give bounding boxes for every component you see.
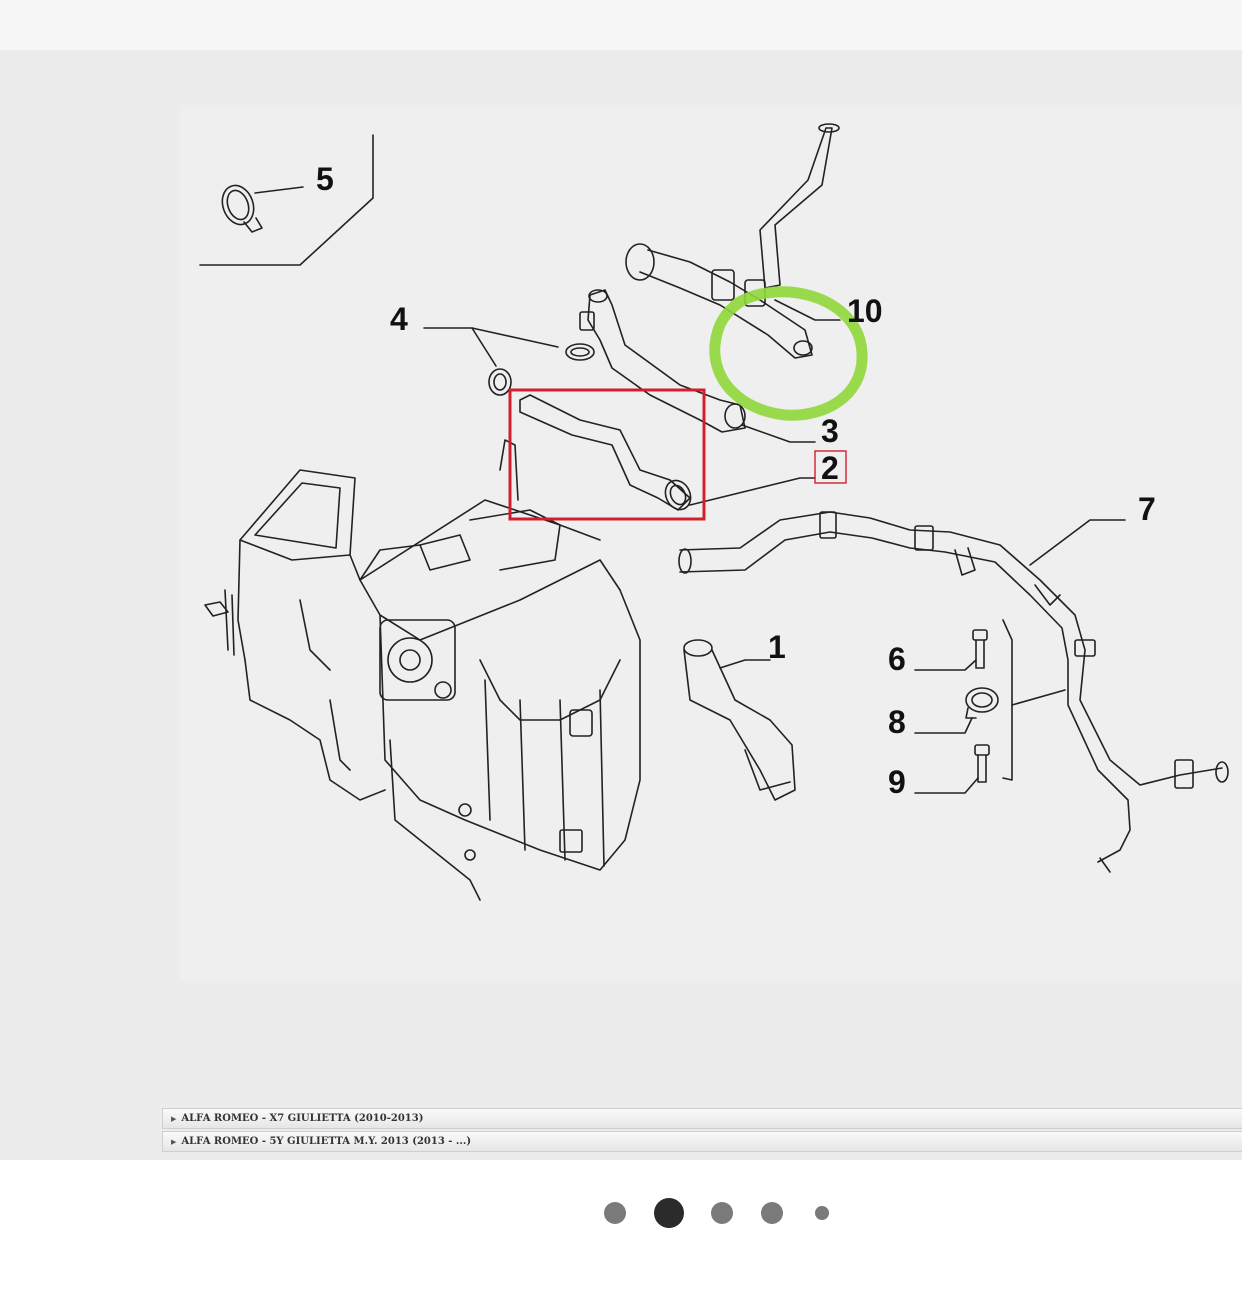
model-row-x7-giulietta[interactable]: ▶ ALFA ROMEO - X7 GIULIETTA (2010-2013) <box>162 1108 1242 1129</box>
section-bracket-5 <box>199 134 374 266</box>
leader-9 <box>914 777 979 794</box>
leader-1 <box>719 659 771 669</box>
heater-box-assembly <box>204 439 641 901</box>
part-4-clamps <box>488 343 595 396</box>
green-highlight-circle <box>709 286 868 421</box>
leader-7 <box>1029 519 1126 566</box>
triangle-right-icon: ▶ <box>171 1137 177 1146</box>
leader-3 <box>741 424 816 443</box>
top-bar <box>0 0 1242 50</box>
pager-dot-3[interactable] <box>711 1202 733 1224</box>
parts-diagram: 5 4 10 3 2 7 1 6 8 9 <box>199 123 1229 901</box>
part-6-bolt <box>972 629 988 669</box>
part-1-duct <box>683 639 796 801</box>
callout-3: 3 <box>821 413 839 449</box>
leader-5 <box>254 186 304 194</box>
part-10-hose <box>625 123 840 359</box>
bracket-6-8-9 <box>1002 619 1013 781</box>
callout-2: 2 <box>821 450 839 486</box>
callout-6: 6 <box>888 641 906 677</box>
model-row-label: ALFA ROMEO - X7 GIULIETTA (2010-2013) <box>181 1113 424 1124</box>
pager-dot-4[interactable] <box>761 1202 783 1224</box>
part-7-pipe <box>678 511 1229 873</box>
callout-10: 10 <box>847 293 883 329</box>
model-row-label: ALFA ROMEO - 5Y GIULIETTA M.Y. 2013 (201… <box>181 1136 472 1147</box>
callout-9: 9 <box>888 764 906 800</box>
diagram-panel <box>180 105 1242 980</box>
part-5-clamp <box>221 184 263 233</box>
red-highlight-box <box>508 388 706 521</box>
triangle-right-icon: ▶ <box>171 1114 177 1123</box>
pager-dot-2-active[interactable] <box>654 1198 684 1228</box>
callout-2-box <box>814 450 847 484</box>
callout-5: 5 <box>316 161 334 197</box>
callout-7: 7 <box>1138 491 1156 527</box>
model-row-5y-giulietta[interactable]: ▶ ALFA ROMEO - 5Y GIULIETTA M.Y. 2013 (20… <box>162 1131 1242 1152</box>
part-2-hose <box>519 394 692 511</box>
part-3-hose <box>579 289 746 433</box>
leader-2 <box>689 477 816 506</box>
leader-6 <box>914 659 977 671</box>
leader-10 <box>774 299 841 321</box>
leader-4 <box>423 327 559 348</box>
leader-8 <box>914 717 973 734</box>
image-viewer[interactable]: 5 4 10 3 2 7 1 6 8 9 ▶ ALFA ROMEO - X7 GI… <box>0 50 1242 1160</box>
carousel-pager <box>0 1160 1242 1296</box>
part-9-bolt <box>974 744 990 783</box>
callout-8: 8 <box>888 704 906 740</box>
part-8-clamp <box>965 687 999 719</box>
model-list: ▶ ALFA ROMEO - X7 GIULIETTA (2010-2013) ▶… <box>162 1108 1242 1154</box>
pager-dot-5[interactable] <box>815 1206 829 1220</box>
pager-dot-1[interactable] <box>604 1202 626 1224</box>
callout-1: 1 <box>768 629 786 665</box>
callout-4: 4 <box>390 301 408 337</box>
